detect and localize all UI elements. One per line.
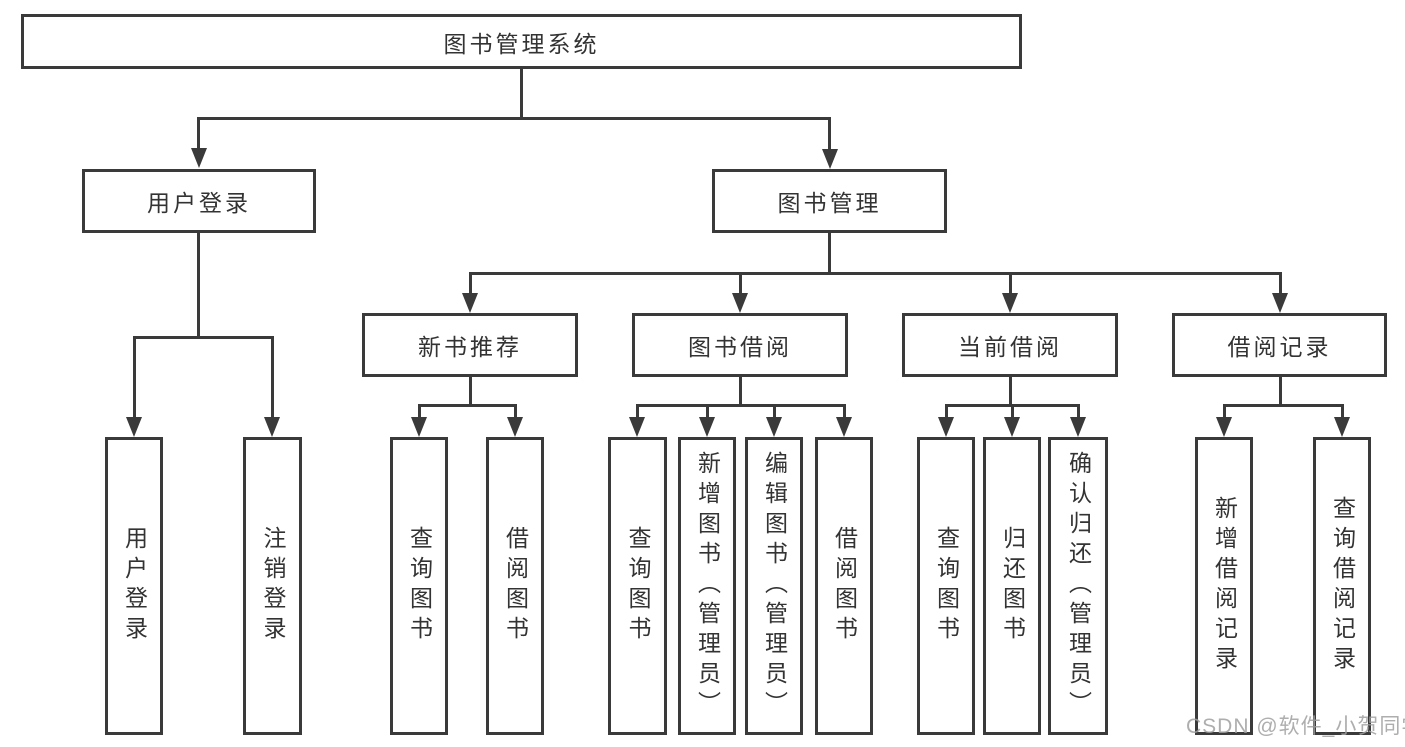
arrow-down-icon [1216,417,1232,437]
connector-line [468,377,472,407]
connector-line [197,117,831,120]
node-root: 图书管理系统 [21,14,1022,69]
arrow-down-icon [1334,417,1350,437]
arrow-down-icon [938,417,954,437]
csdn-watermark: CSDN @软件_小贺同学 [1186,715,1405,738]
node-cb-query: 查询图书 [917,437,975,735]
node-book-borrow: 图书借阅 [632,313,848,377]
node-borrow-records: 借阅记录 [1172,313,1387,377]
node-bb-edit: 编辑图书（管理员） [745,437,803,735]
arrow-down-icon [190,148,207,168]
connector-line [132,336,274,339]
connector-line [772,404,776,419]
connector-line [1278,377,1282,407]
connector-line [842,404,846,419]
connector-line [705,404,709,419]
node-book-mgmt: 图书管理 [712,169,947,233]
node-new-book-rec: 新书推荐 [362,313,578,377]
connector-line [1008,377,1012,407]
connector-line [635,404,846,407]
connector-line [635,404,639,419]
node-cb-return: 归还图书 [983,437,1041,735]
arrow-down-icon [462,293,478,313]
arrow-down-icon [411,417,427,437]
connector-line [1076,404,1080,419]
node-bb-query: 查询图书 [608,437,667,735]
connector-line [197,233,200,339]
arrow-down-icon [1002,293,1018,313]
connector-line [417,404,517,407]
node-bb-borrow: 借阅图书 [815,437,873,735]
arrow-down-icon [821,149,838,169]
connector-line [468,272,472,295]
arrow-down-icon [1004,417,1020,437]
connector-line [1222,404,1344,407]
arrow-down-icon [1272,293,1288,313]
connector-line [1008,272,1012,295]
node-login: 用户登录 [105,437,163,735]
arrow-down-icon [836,417,852,437]
arrow-down-icon [629,417,645,437]
node-logout: 注销登录 [243,437,302,735]
connector-line [519,69,523,120]
arrow-down-icon [264,417,280,437]
connector-line [828,117,831,151]
connector-line [197,117,200,150]
connector-line [417,404,421,419]
connector-line [270,336,274,419]
arrow-down-icon [699,417,715,437]
connector-line [468,272,1282,275]
connector-line [828,233,831,275]
connector-line [1222,404,1226,419]
arrow-down-icon [766,417,782,437]
arrow-down-icon [732,293,748,313]
node-br-add: 新增借阅记录 [1195,437,1253,735]
arrow-down-icon [1070,417,1086,437]
node-current-borrow: 当前借阅 [902,313,1118,377]
connector-line [1278,272,1282,295]
connector-line [513,404,517,419]
node-nbr-borrow: 借阅图书 [486,437,544,735]
arrow-down-icon [507,417,523,437]
node-cb-confirm: 确认归还（管理员） [1048,437,1108,735]
connector-line [944,404,948,419]
connector-line [738,272,742,295]
connector-line [1340,404,1344,419]
arrow-down-icon [126,417,142,437]
node-br-query: 查询借阅记录 [1313,437,1371,735]
node-user-login: 用户登录 [82,169,316,233]
connector-line [738,377,742,407]
node-bb-add: 新增图书（管理员） [678,437,736,735]
connector-line [132,336,136,419]
node-nbr-query: 查询图书 [390,437,448,735]
connector-line [1010,404,1014,419]
